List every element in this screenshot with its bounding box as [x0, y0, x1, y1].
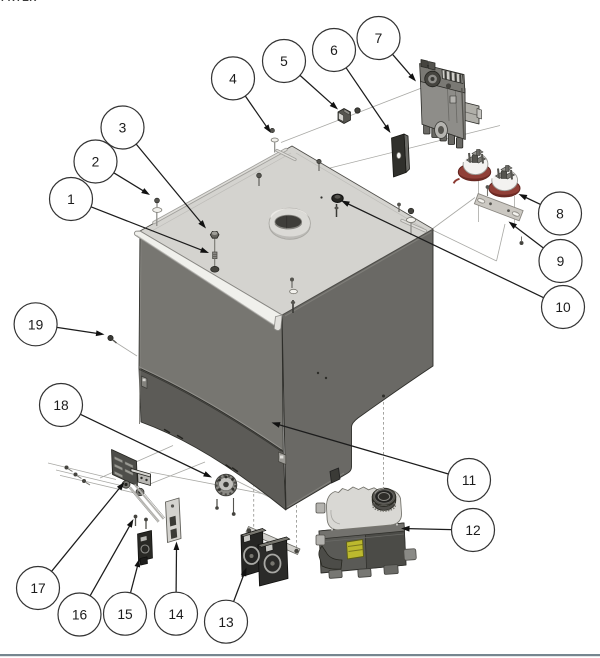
- svg-text:11: 11: [462, 473, 476, 488]
- svg-text:7: 7: [375, 31, 383, 46]
- svg-text:18: 18: [53, 398, 69, 413]
- svg-text:6: 6: [330, 43, 338, 58]
- svg-text:3: 3: [119, 121, 127, 136]
- svg-text:17: 17: [30, 581, 45, 596]
- svg-text:12: 12: [465, 523, 480, 538]
- svg-text:4: 4: [229, 72, 237, 87]
- svg-text:9: 9: [557, 254, 565, 269]
- svg-text:16: 16: [72, 608, 88, 623]
- svg-text:15: 15: [117, 607, 133, 622]
- svg-text:5: 5: [280, 54, 288, 69]
- svg-text:13: 13: [218, 615, 234, 630]
- svg-text:10: 10: [555, 300, 571, 315]
- svg-text:14: 14: [168, 607, 184, 622]
- svg-text:2: 2: [92, 155, 100, 170]
- svg-text:19: 19: [28, 318, 44, 333]
- svg-text:8: 8: [556, 207, 564, 222]
- svg-text:1: 1: [67, 192, 75, 207]
